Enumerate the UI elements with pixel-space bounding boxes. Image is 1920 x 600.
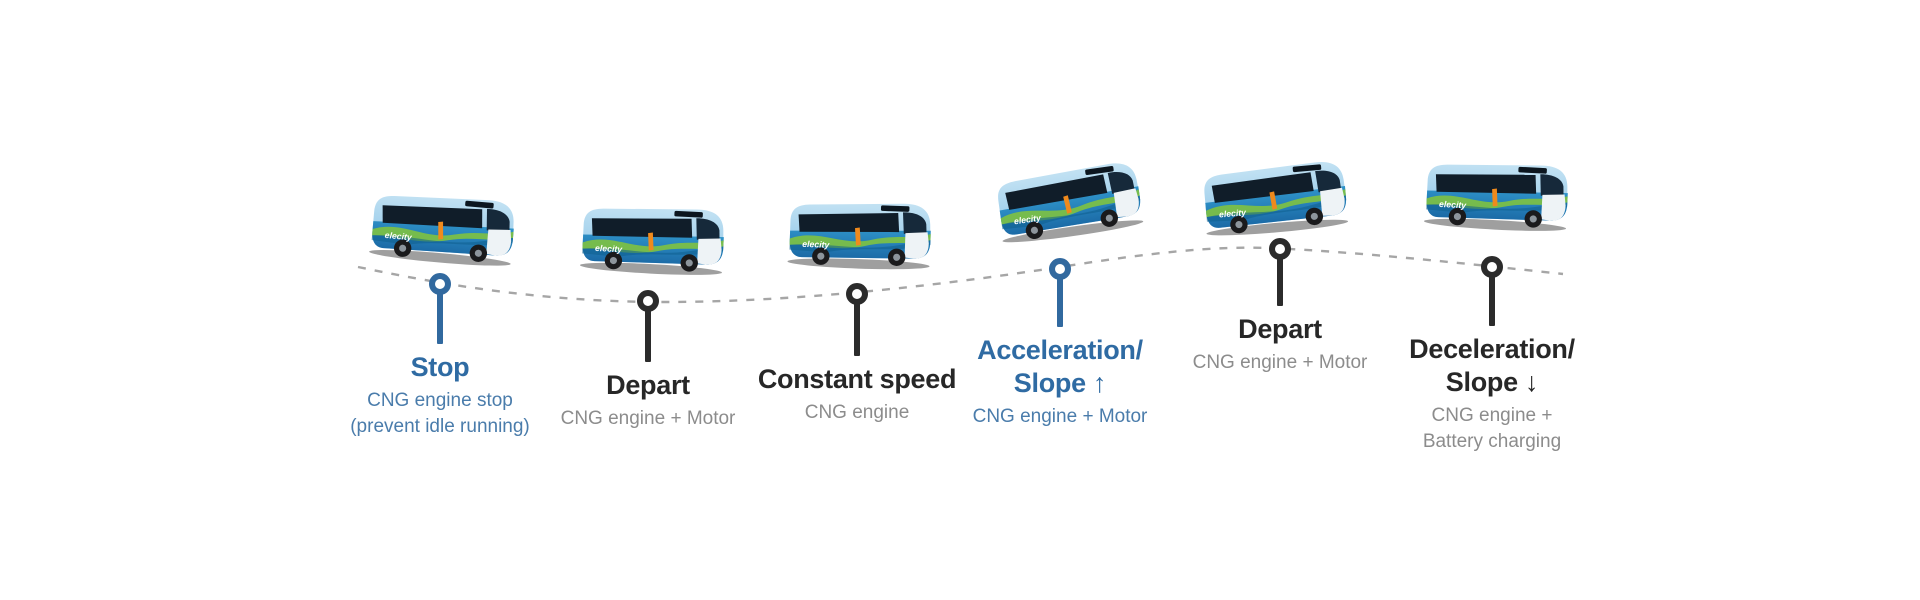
station-subtitle: CNG engine: [804, 402, 910, 423]
station-title: Constant speed: [757, 364, 957, 394]
bus-image-acceleration: [983, 151, 1150, 250]
bus-image-depart-1: [570, 195, 732, 281]
station-stop: Stop CNG engine stop (prevent idle runni…: [280, 273, 600, 440]
location-pin-icon: [637, 290, 659, 362]
location-pin-icon: [1481, 256, 1503, 326]
station-title: Depart: [1238, 314, 1322, 344]
location-pin-icon: [429, 273, 451, 344]
station-title: Deceleration/ Slope ↓: [1409, 334, 1575, 397]
station-constant-speed: Constant speed CNG engine: [697, 283, 1017, 426]
station-subtitle: CNG engine + Motor: [972, 406, 1148, 427]
station-subtitle: CNG engine stop (prevent idle running): [350, 390, 530, 437]
station-subtitle: CNG engine + Motor: [560, 408, 736, 429]
station-title: Depart: [606, 370, 690, 400]
station-deceleration-slope-down: Deceleration/ Slope ↓ CNG engine + Batte…: [1332, 256, 1652, 455]
station-subtitle: CNG engine + Battery charging: [1422, 405, 1562, 452]
station-acceleration-slope-up: Acceleration/ Slope ↑ CNG engine + Motor: [900, 258, 1220, 430]
location-pin-icon: [1269, 238, 1291, 306]
location-pin-icon: [846, 283, 868, 356]
bus-image-deceleration: [1414, 151, 1576, 237]
station-title: Stop: [410, 352, 470, 382]
station-subtitle: CNG engine + Motor: [1192, 352, 1368, 373]
bus-image-depart-2: [1191, 151, 1355, 242]
bus-image-stop: [359, 181, 523, 272]
location-pin-icon: [1049, 258, 1071, 327]
station-title: Acceleration/ Slope ↑: [977, 335, 1143, 398]
station-depart-2: Depart CNG engine + Motor: [1120, 238, 1440, 376]
station-depart-1: Depart CNG engine + Motor: [488, 290, 808, 432]
